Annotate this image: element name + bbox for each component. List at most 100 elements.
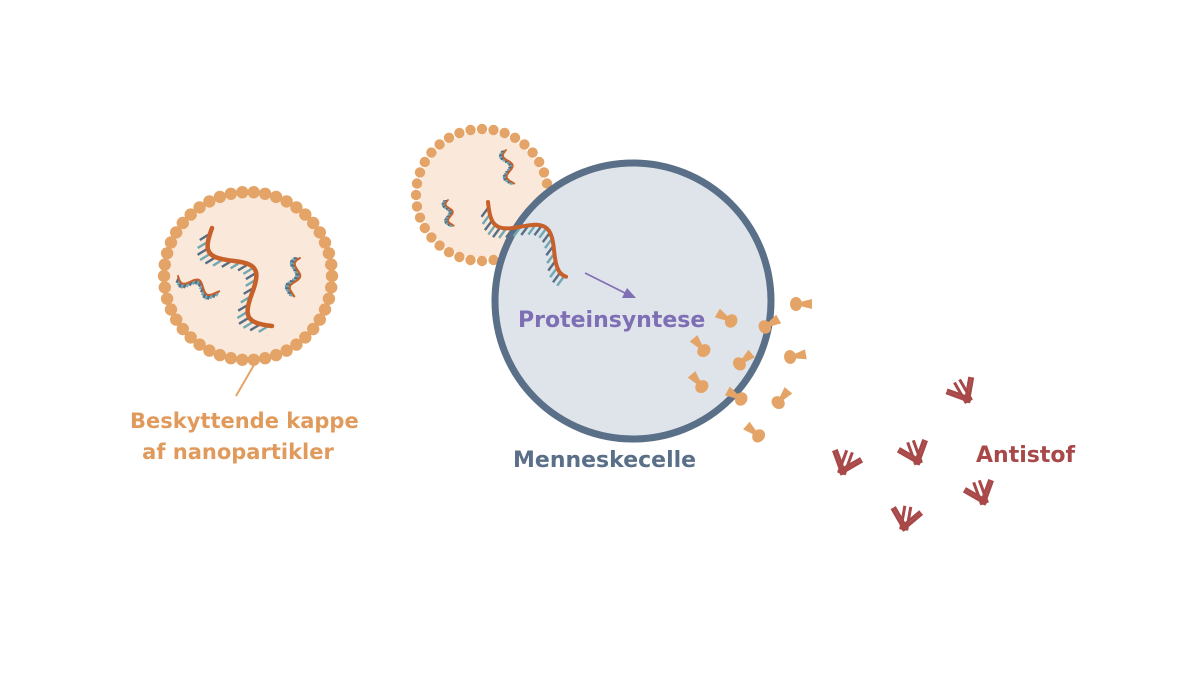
lipid-dot <box>170 313 183 326</box>
lipid-dot <box>519 139 530 150</box>
lipid-dot <box>280 195 293 208</box>
lipid-dot <box>184 331 197 344</box>
lipid-dot <box>538 167 550 178</box>
lipid-dot <box>488 254 499 266</box>
mrna-strand-small <box>177 275 221 296</box>
coat-label: Beskyttende kappe af nanopartikler <box>130 406 359 468</box>
lipid-dot <box>426 147 437 158</box>
coat-label-line2: af nanopartikler <box>142 440 334 464</box>
lipid-dot <box>258 352 272 365</box>
lipid-dot <box>290 338 303 351</box>
lipid-dot <box>419 156 430 168</box>
spike-protein <box>782 347 808 365</box>
lipid-dot <box>534 156 545 168</box>
lipid-dot <box>499 127 510 139</box>
lipid-dot <box>203 344 216 357</box>
lipid-dot <box>224 187 238 200</box>
lipid-dot <box>527 147 538 158</box>
lipid-dot <box>426 232 437 243</box>
lipid-dot <box>434 240 445 251</box>
lipid-dot <box>476 123 488 135</box>
lipid-dot <box>290 201 303 214</box>
lipid-dot <box>313 226 326 239</box>
lipid-dot <box>213 190 227 204</box>
coat-pointer-line <box>235 357 259 397</box>
lipid-dot <box>307 216 320 230</box>
lipid-dot <box>158 258 171 271</box>
nanoparticle-left-lipid-coat <box>157 186 339 366</box>
antibody-label: Antistof <box>976 443 1076 468</box>
lipid-dot <box>176 216 189 230</box>
lipid-dot <box>280 344 293 357</box>
lipid-dot <box>193 338 206 351</box>
lipid-dot <box>414 212 426 223</box>
lipid-dot <box>184 208 197 221</box>
lipid-dot <box>325 269 339 283</box>
mrna-entering-cell <box>441 149 569 287</box>
lipid-dot <box>247 186 260 199</box>
lipid-dot <box>443 132 455 143</box>
lipid-dot <box>541 178 553 189</box>
lipid-dot <box>176 322 189 336</box>
spike-protein <box>790 297 812 311</box>
lipid-dot <box>454 251 465 263</box>
lipid-dot <box>488 124 499 136</box>
lipid-dot <box>419 222 430 234</box>
lipid-dot <box>203 195 216 208</box>
lipid-dot <box>157 269 171 283</box>
mrna-strand-small <box>502 149 516 185</box>
lipid-dot <box>318 303 332 316</box>
mrna-strand-large <box>205 225 275 329</box>
human-cell <box>491 159 775 443</box>
lipid-dot <box>325 258 338 271</box>
spike-protein <box>768 385 794 412</box>
lipid-dot <box>411 201 423 212</box>
lipid-dot <box>299 331 312 344</box>
lipid-dot <box>160 247 174 260</box>
lipid-dot <box>299 208 312 221</box>
lipid-dot <box>213 348 227 362</box>
lipid-dot <box>164 303 178 316</box>
lipid-dot <box>318 236 332 249</box>
antibody <box>825 445 866 482</box>
lipid-dot <box>269 348 283 362</box>
lipid-dot <box>414 167 426 178</box>
mrna-base <box>487 224 497 236</box>
human-cell-label: Menneskecelle <box>513 448 697 473</box>
lipid-dot <box>236 186 249 199</box>
lipid-dot <box>193 201 206 214</box>
lipid-dot <box>476 255 488 267</box>
lipid-dot <box>258 187 272 200</box>
lipid-dot <box>322 292 336 305</box>
nanoparticle-left-mrna <box>175 225 302 333</box>
antibody <box>894 435 935 472</box>
lipid-dot <box>454 127 465 139</box>
nanoparticle-left <box>157 186 339 366</box>
antibodies <box>825 372 1001 535</box>
mrna-strand-entering <box>486 200 569 279</box>
mrna-strand-small <box>444 199 455 227</box>
lipid-dot <box>224 352 238 365</box>
lipid-dot <box>410 189 422 201</box>
mrna-strand-small <box>288 257 302 298</box>
lipid-dot <box>236 353 249 366</box>
lipid-dot <box>443 247 455 258</box>
lipid-dot <box>411 178 423 189</box>
lipid-dot <box>164 236 178 249</box>
spike-protein <box>741 420 768 446</box>
antibody <box>960 475 1001 512</box>
lipid-dot <box>465 124 476 136</box>
lipid-dot <box>247 353 260 366</box>
synthesis-arrow <box>584 272 636 298</box>
lipid-dot <box>160 292 174 305</box>
coat-label-line1: Beskyttende kappe <box>130 409 359 433</box>
protein-synthesis-label: Proteinsyntese <box>518 308 706 333</box>
lipid-dot <box>465 254 476 266</box>
lipid-dot <box>307 322 320 336</box>
lipid-dot <box>509 132 521 143</box>
antibody <box>942 372 985 412</box>
lipid-dot <box>269 190 283 204</box>
antibody <box>887 503 925 535</box>
lipid-dot <box>434 139 445 150</box>
